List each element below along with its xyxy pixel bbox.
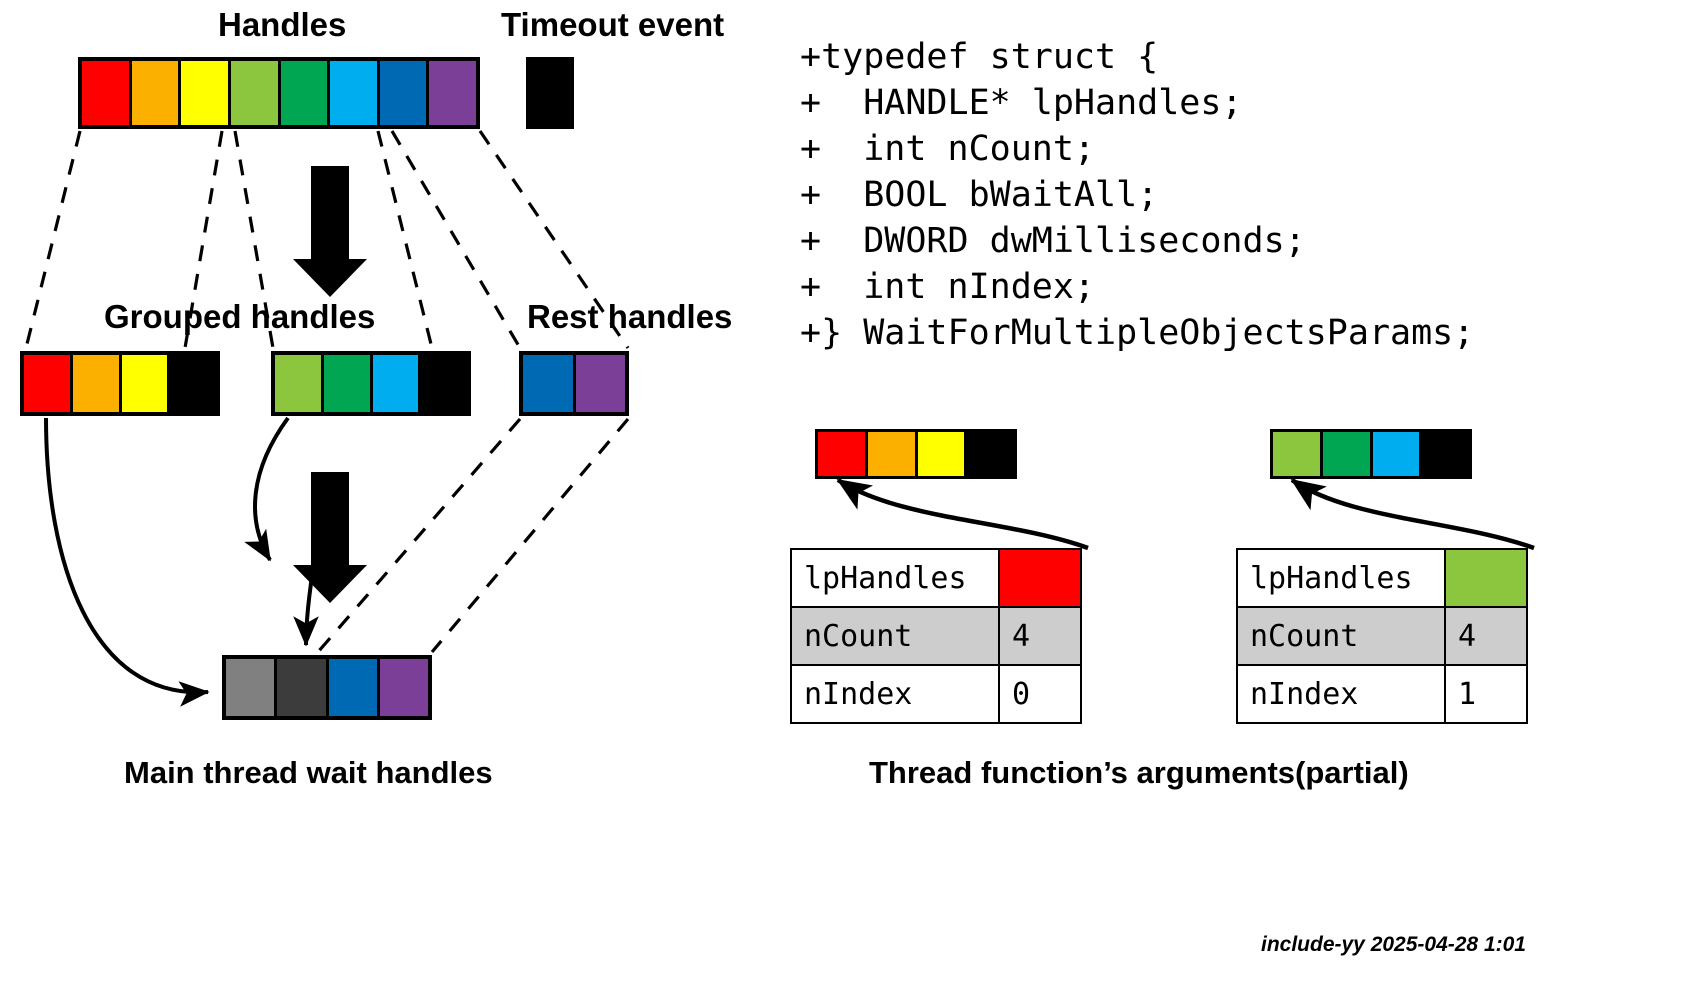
- param-key-nCount: nCount: [1236, 606, 1446, 666]
- thread-arg-1-cell-2: [1369, 432, 1420, 476]
- param-value-nCount: 4: [1444, 606, 1528, 666]
- handles-cell-3: [227, 61, 278, 125]
- thread-arg-0-cell-0: [818, 432, 865, 476]
- thread-arg-0-cell-2: [914, 432, 965, 476]
- timeout-event-cell-0: [530, 61, 570, 125]
- thread-arg-1-cell-3: [1419, 432, 1469, 476]
- handles-cell-6: [376, 61, 427, 125]
- thread-arg-0-cell-3: [964, 432, 1014, 476]
- param-value-swatch-lpHandles: [1444, 548, 1528, 608]
- table-row: lpHandles: [1236, 548, 1528, 608]
- credit-text: include-yy 2025-04-28 1:01: [1261, 933, 1526, 956]
- grouped-handles-group-1: [20, 351, 220, 416]
- group-2-cell-3: [418, 355, 467, 412]
- curve-table0-to-array0: [836, 478, 1089, 551]
- timeout-event-title: Timeout event: [501, 6, 725, 43]
- thread-arg-1-cell-0: [1273, 432, 1320, 476]
- main-wait-cell-0: [226, 659, 275, 716]
- main-wait-cell-3: [376, 659, 428, 716]
- main-thread-wait-handles-array: [222, 655, 432, 720]
- group-1-cell-2: [118, 355, 168, 412]
- group-1-cell-1: [69, 355, 119, 412]
- param-value-swatch-lpHandles: [998, 548, 1082, 608]
- param-value-nIndex: 0: [998, 664, 1082, 724]
- main-wait-cell-1: [274, 659, 326, 716]
- param-value-nIndex: 1: [1444, 664, 1528, 724]
- handles-cell-2: [178, 61, 228, 125]
- param-key-nIndex: nIndex: [1236, 664, 1446, 724]
- curve-table1-to-array1: [1290, 478, 1535, 551]
- timeout-event-block: [526, 57, 574, 129]
- curve-group2-to-main: [244, 416, 290, 562]
- rest-handles-cell-0: [523, 355, 573, 412]
- curve-group1-to-main: [44, 417, 210, 707]
- grouped-handles-label: Grouped handles: [104, 298, 376, 335]
- param-key-nCount: nCount: [790, 606, 1000, 666]
- handles-cell-4: [277, 61, 328, 125]
- thread-arguments-label: Thread function’s arguments(partial): [869, 755, 1409, 790]
- group-2-cell-1: [320, 355, 370, 412]
- param-key-lpHandles: lpHandles: [790, 548, 1000, 608]
- handles-array: [78, 57, 480, 129]
- group-1-cell-0: [24, 355, 70, 412]
- arrow-into-main-wait: [293, 529, 322, 647]
- param-key-lpHandles: lpHandles: [1236, 548, 1446, 608]
- block-arrow-down-2: [293, 472, 367, 603]
- thread-arg-0-array: [815, 429, 1017, 479]
- grouped-handles-group-2: [271, 351, 471, 416]
- main-wait-cell-2: [325, 659, 377, 716]
- rest-handles-cell-1: [572, 355, 625, 412]
- group-2-cell-2: [369, 355, 419, 412]
- handles-title: Handles: [218, 6, 347, 43]
- group-1-cell-3: [167, 355, 216, 412]
- handles-cell-5: [327, 61, 377, 125]
- rest-handles-label: Rest handles: [527, 298, 733, 335]
- handles-cell-0: [82, 61, 129, 125]
- handles-cell-1: [128, 61, 179, 125]
- block-arrow-down-1: [293, 166, 367, 297]
- table-row: lpHandles: [790, 548, 1082, 608]
- rest-handles-array: [519, 351, 629, 416]
- handles-cell-7: [426, 61, 476, 125]
- code-block: +typedef struct { + HANDLE* lpHandles; +…: [800, 37, 1475, 353]
- thread-arg-1-cell-1: [1319, 432, 1370, 476]
- thread-arg-1-array: [1270, 429, 1472, 479]
- main-thread-wait-handles-label: Main thread wait handles: [124, 755, 493, 790]
- thread-arg-0-cell-1: [864, 432, 915, 476]
- param-key-nIndex: nIndex: [790, 664, 1000, 724]
- group-2-cell-0: [275, 355, 321, 412]
- param-value-nCount: 4: [998, 606, 1082, 666]
